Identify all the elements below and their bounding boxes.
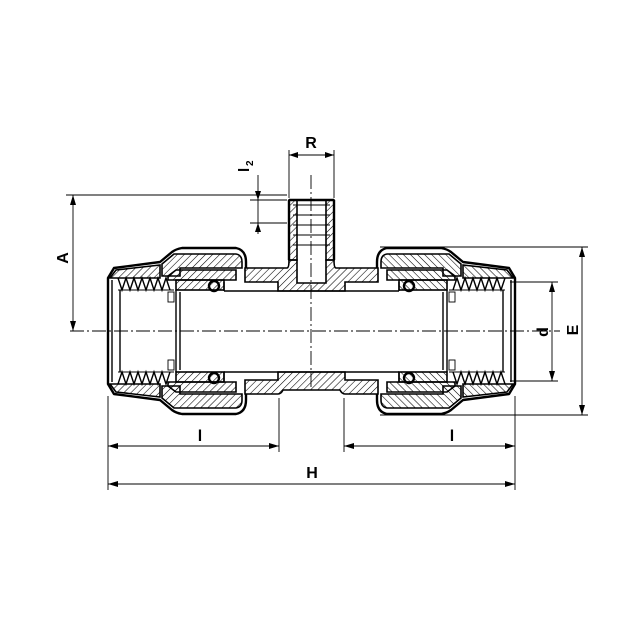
dimension-E: E <box>380 246 588 416</box>
dimension-l2: l 2 <box>236 160 287 234</box>
dimension-l-right: l <box>343 396 516 490</box>
label-d: d <box>535 327 552 337</box>
dimension-l-left: l <box>107 396 280 490</box>
right-coupling <box>345 246 517 416</box>
tee-body <box>244 259 379 395</box>
label-l2: l <box>236 168 253 172</box>
label-l2-subscript: 2 <box>245 160 256 166</box>
label-l-right: l <box>450 428 454 445</box>
label-A: A <box>55 252 72 264</box>
label-R: R <box>305 135 317 152</box>
dimension-H: H <box>108 465 515 487</box>
dimension-A: A <box>55 194 287 331</box>
dimension-d: d <box>510 281 558 382</box>
label-H: H <box>306 465 318 482</box>
label-l-left: l <box>198 428 202 445</box>
branch-outlet <box>287 198 336 261</box>
left-coupling <box>106 246 278 416</box>
label-E: E <box>565 324 582 335</box>
dimension-R: R <box>288 135 335 198</box>
